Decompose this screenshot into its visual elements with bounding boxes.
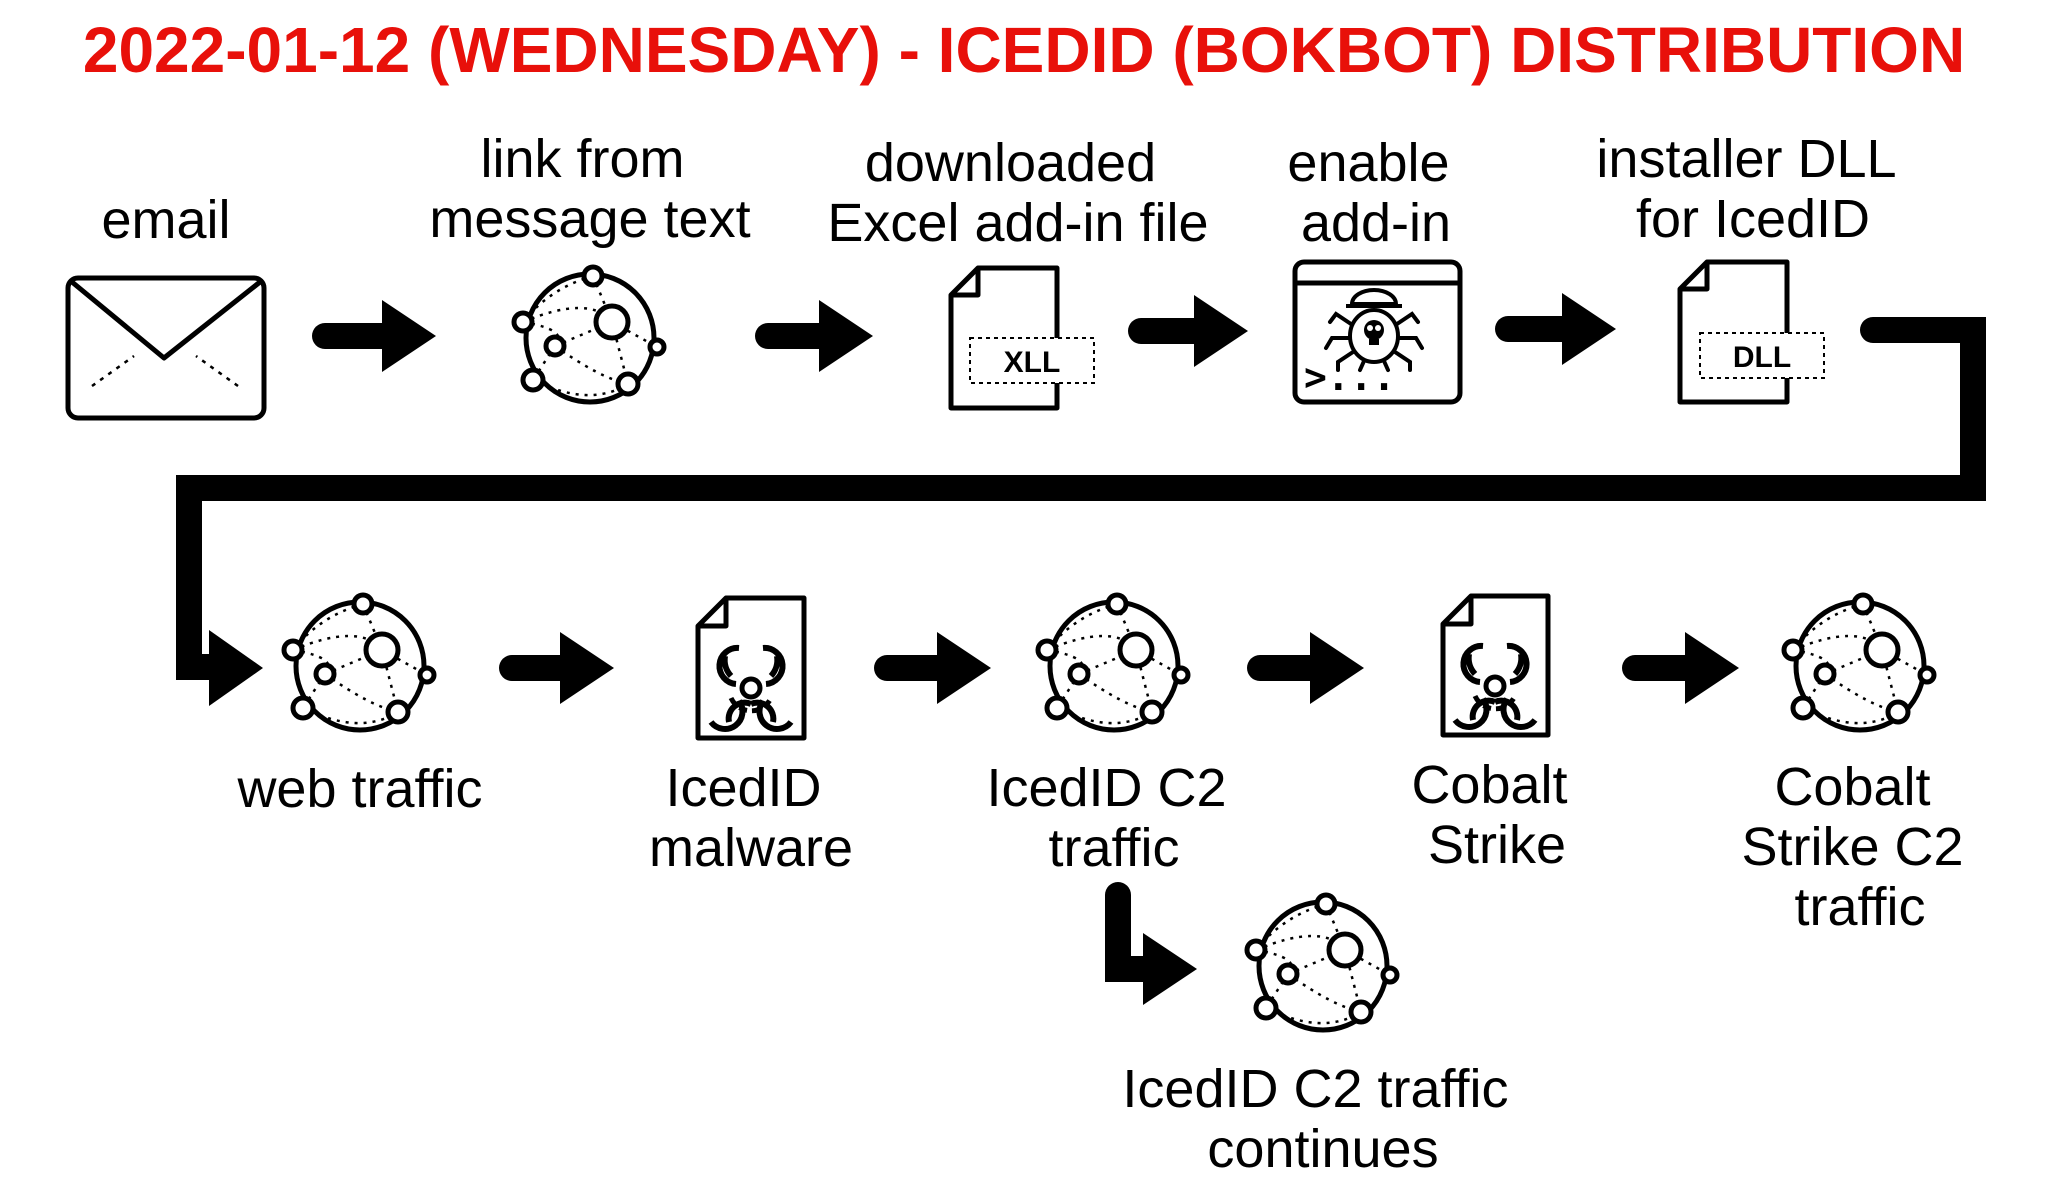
biohazard-file-icon	[695, 595, 807, 741]
step-c2-label: IcedID C2 traffic	[986, 758, 1241, 878]
console-prompt: >...	[1304, 355, 1396, 399]
xll-file-icon: XLL	[948, 265, 1095, 411]
step-enable: enable add-in	[1287, 133, 1464, 405]
step-malware-label: IcedID malware	[649, 758, 853, 878]
step-c2-label-line-2: traffic	[1048, 818, 1179, 878]
network-globe-icon	[1784, 595, 1934, 730]
step-xll-label-line-1: downloaded	[865, 133, 1156, 193]
step-xll-label: downloaded Excel add-in file	[827, 133, 1208, 253]
xll-badge: XLL	[1004, 346, 1061, 379]
step-cobalt-c2-label-line-2: Strike C2	[1741, 817, 1963, 877]
step-c2-continues: IcedID C2 traffic continues	[1122, 895, 1523, 1179]
step-enable-label-line-2: add-in	[1301, 193, 1451, 253]
step-email-label-line: email	[101, 190, 230, 250]
step-cobalt-label-line-1: Cobalt	[1411, 755, 1567, 815]
bug-console-icon: >...	[1292, 259, 1463, 405]
flow-arrow	[1495, 293, 1616, 365]
step-cobalt-strike: Cobalt Strike	[1411, 593, 1582, 875]
flow-arrow	[499, 632, 614, 704]
step-link-label-line-2: message text	[429, 189, 750, 249]
step-dll: installer DLL for IcedID DLL	[1596, 129, 1909, 405]
step-link-label-line-1: link from	[480, 129, 684, 189]
network-globe-icon	[1038, 595, 1188, 730]
network-globe-icon	[1247, 895, 1397, 1030]
envelope-icon	[65, 275, 267, 421]
continuation-arrow	[1105, 882, 1197, 1005]
step-continues-label-line-2: continues	[1207, 1119, 1438, 1179]
step-web-label-line: web traffic	[236, 759, 482, 819]
step-cobalt-c2-label-line-1: Cobalt	[1774, 757, 1930, 817]
network-globe-icon	[284, 595, 434, 730]
step-link: link from message text	[429, 129, 751, 402]
flow-arrow	[312, 300, 436, 372]
biohazard-file-icon	[1440, 593, 1551, 738]
flow-arrow	[1128, 295, 1248, 367]
step-cobalt-c2-label-line-3: traffic	[1794, 877, 1925, 937]
step-email-label: email	[101, 190, 230, 250]
step-web-label: web traffic	[236, 759, 482, 819]
dll-file-icon: DLL	[1677, 259, 1825, 405]
step-malware-label-line-2: malware	[649, 818, 853, 878]
step-link-label: link from message text	[429, 129, 750, 249]
step-malware-label-line-1: IcedID	[665, 758, 821, 818]
step-continues-label: IcedID C2 traffic continues	[1122, 1059, 1523, 1179]
step-continues-label-line-1: IcedID C2 traffic	[1122, 1059, 1508, 1119]
step-xll: downloaded Excel add-in file XLL	[827, 133, 1209, 411]
step-c2-label-line-1: IcedID C2	[986, 758, 1226, 818]
flow-arrow	[874, 632, 991, 704]
step-xll-label-line-2: Excel add-in file	[827, 193, 1208, 253]
flow-arrow	[1622, 632, 1739, 704]
dll-badge: DLL	[1733, 341, 1791, 374]
step-cobalt-strike-c2: Cobalt Strike C2 traffic	[1741, 595, 1978, 937]
step-dll-label-line-1: installer DLL	[1596, 129, 1895, 189]
step-enable-label: enable add-in	[1287, 133, 1464, 253]
step-icedid-malware: IcedID malware	[649, 595, 853, 878]
step-cobalt-label: Cobalt Strike	[1411, 755, 1582, 875]
step-dll-label: installer DLL for IcedID	[1596, 129, 1909, 249]
step-cobalt-label-line-2: Strike	[1428, 815, 1566, 875]
step-enable-label-line-1: enable	[1287, 133, 1449, 193]
spider-bug-icon	[1324, 288, 1424, 372]
step-dll-label-line-2: for IcedID	[1636, 189, 1870, 249]
step-icedid-c2: IcedID C2 traffic	[986, 595, 1241, 878]
step-web-traffic: web traffic	[236, 595, 483, 819]
flow-arrow	[1247, 632, 1364, 704]
step-cobalt-c2-label: Cobalt Strike C2 traffic	[1741, 757, 1978, 937]
network-globe-icon	[514, 267, 664, 402]
flow-connector	[176, 317, 1986, 706]
page-title: 2022-01-12 (WEDNESDAY) - ICEDID (BOKBOT)…	[83, 14, 1965, 86]
step-email: email	[65, 190, 267, 421]
flow-arrow	[755, 300, 873, 372]
